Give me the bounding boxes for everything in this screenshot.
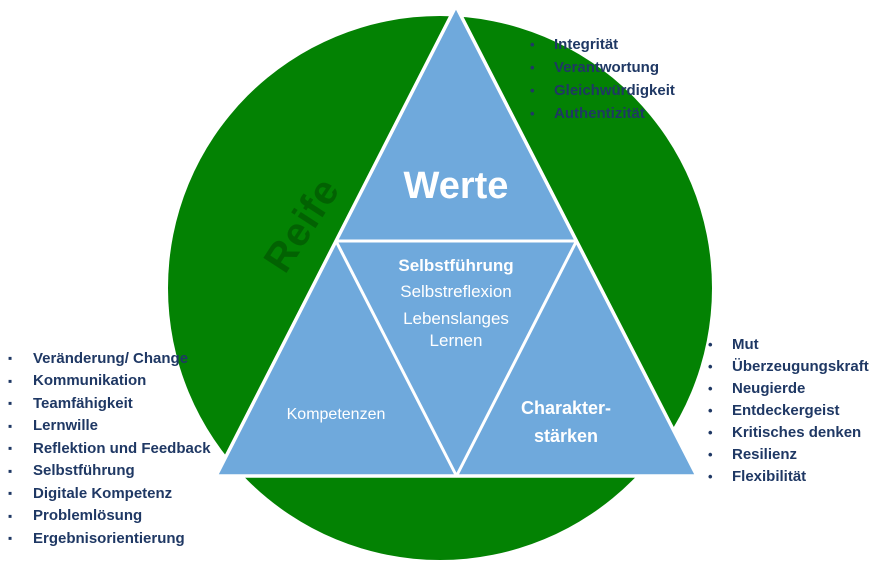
- list-item: ▪ Digitale Kompetenz: [8, 482, 211, 505]
- list-item: ▪ Kommunikation: [8, 370, 211, 393]
- list-item: • Integrität: [530, 33, 675, 56]
- bullet-icon: •: [530, 37, 535, 52]
- list-item: • Gleichwürdigkeit: [530, 79, 675, 102]
- list-item: • Verantwortung: [530, 56, 675, 79]
- strengths-list-item-label: Überzeugungskraft: [732, 357, 869, 375]
- strengths-list: • Mut • Überzeugungskraft • Neugierde • …: [708, 333, 869, 487]
- bullet-icon: ▪: [8, 418, 13, 433]
- charakterstaerken-label-line2: stärken: [534, 426, 598, 446]
- bullet-icon: ▪: [8, 396, 13, 411]
- values-list-item-label: Authentizität: [554, 105, 645, 122]
- competencies-list: ▪ Veränderung/ Change ▪ Kommunikation ▪ …: [8, 347, 211, 550]
- bullet-icon: •: [530, 60, 535, 75]
- list-item: • Flexibilität: [708, 465, 869, 487]
- list-item: • Überzeugungskraft: [708, 355, 869, 377]
- competencies-list-item-label: Digitale Kompetenz: [33, 484, 173, 502]
- bullet-icon: •: [708, 336, 713, 352]
- competencies-list-item-label: Selbstführung: [33, 462, 135, 480]
- bullet-icon: •: [708, 380, 713, 396]
- kompetenzen-label: Kompetenzen: [287, 406, 386, 423]
- competencies-list-item-label: Veränderung/ Change: [33, 349, 189, 367]
- bullet-icon: ▪: [8, 486, 13, 501]
- bullet-icon: •: [530, 83, 535, 98]
- strengths-list-item-label: Mut: [732, 335, 759, 353]
- bullet-icon: ▪: [8, 373, 13, 388]
- bullet-icon: •: [708, 446, 713, 462]
- strengths-list-item-label: Flexibilität: [732, 467, 807, 485]
- list-item: • Entdeckergeist: [708, 399, 869, 421]
- charakterstaerken-label-line1: Charakter-: [521, 398, 611, 418]
- list-item: ▪ Veränderung/ Change: [8, 347, 211, 370]
- list-item: ▪ Lernwille: [8, 415, 211, 438]
- values-list-item-label: Gleichwürdigkeit: [554, 82, 675, 99]
- list-item: • Neugierde: [708, 377, 869, 399]
- bullet-icon: •: [708, 358, 713, 374]
- selbstfuehrung-label: Selbstführung: [398, 256, 513, 275]
- competencies-list-item-label: Lernwille: [33, 417, 99, 435]
- bullet-icon: ▪: [8, 441, 13, 456]
- bullet-icon: •: [530, 106, 535, 121]
- list-item: ▪ Reflektion und Feedback: [8, 437, 211, 460]
- strengths-list-item-label: Neugierde: [732, 379, 806, 397]
- competencies-list-item-label: Ergebnisorientierung: [33, 529, 185, 547]
- strengths-list-item-label: Entdeckergeist: [732, 401, 840, 419]
- values-list-item-label: Verantwortung: [554, 59, 660, 76]
- inner-inverted-triangle: [334, 239, 578, 478]
- list-item: ▪ Problemlösung: [8, 505, 211, 528]
- lernen-label: Lernen: [430, 331, 483, 350]
- bullet-icon: ▪: [8, 351, 13, 366]
- bullet-icon: ▪: [8, 463, 13, 478]
- list-item: ▪ Ergebnisorientierung: [8, 527, 211, 550]
- list-item: • Mut: [708, 333, 869, 355]
- competencies-list-item-label: Kommunikation: [33, 372, 147, 390]
- competencies-list-item-label: Problemlösung: [33, 507, 143, 525]
- werte-label: Werte: [404, 165, 509, 207]
- list-item: • Kritisches denken: [708, 421, 869, 443]
- list-item: ▪ Selbstführung: [8, 460, 211, 483]
- list-item: ▪ Teamfähigkeit: [8, 392, 211, 415]
- lebenslanges-label: Lebenslanges: [403, 309, 509, 328]
- bullet-icon: •: [708, 424, 713, 440]
- strengths-list-item-label: Kritisches denken: [732, 423, 862, 441]
- selbstreflexion-label: Selbstreflexion: [400, 282, 512, 301]
- values-list-item-label: Integrität: [554, 36, 619, 53]
- list-item: • Authentizität: [530, 102, 675, 125]
- competencies-list-item-label: Reflektion und Feedback: [33, 439, 211, 457]
- values-list: • Integrität • Verantwortung • Gleichwür…: [530, 33, 675, 125]
- bullet-icon: ▪: [8, 508, 13, 523]
- list-item: • Resilienz: [708, 443, 869, 465]
- bullet-icon: •: [708, 468, 713, 484]
- bullet-icon: ▪: [8, 531, 13, 546]
- bullet-icon: •: [708, 402, 713, 418]
- strengths-list-item-label: Resilienz: [732, 445, 798, 463]
- competencies-list-item-label: Teamfähigkeit: [33, 394, 133, 412]
